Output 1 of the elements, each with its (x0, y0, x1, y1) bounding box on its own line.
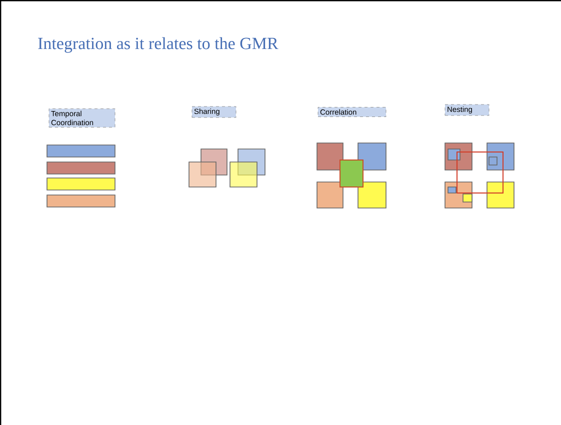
title: Integration as it relates to the GMR (38, 37, 278, 53)
